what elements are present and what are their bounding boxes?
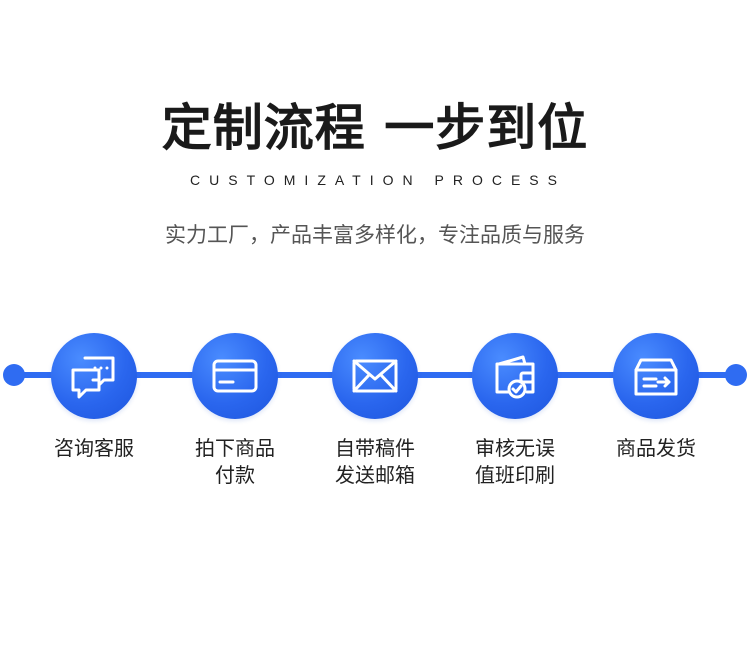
step-label: 商品发货 [616,436,696,460]
step-circle [192,333,278,419]
step-label: 自带稿件 发送邮箱 [335,436,415,487]
step-circle [472,333,558,419]
credit-card-icon [212,359,258,393]
step-review-print: 审核无误 值班印刷 [445,333,585,489]
step-circle [51,333,137,419]
step-ship: 商品发货 [586,333,726,462]
step-label: 拍下商品 付款 [195,436,275,487]
english-subtitle: CUSTOMIZATION PROCESS [190,172,566,188]
step-circle [613,333,699,419]
tagline: 实力工厂，产品丰富多样化，专注品质与服务 [165,223,585,247]
step-consult: 咨询客服 [24,333,164,462]
step-send-email: 自带稿件 发送邮箱 [305,333,445,489]
timeline-start-dot [3,364,25,386]
envelope-icon [352,359,398,393]
timeline-end-dot [725,364,747,386]
step-order-pay: 拍下商品 付款 [165,333,305,489]
step-label: 咨询客服 [54,436,134,460]
step-circle [332,333,418,419]
delivery-box-icon [634,358,678,396]
step-label: 审核无误 值班印刷 [475,436,555,487]
chat-bubbles-icon [71,356,115,399]
page-title: 定制流程 一步到位 [161,99,589,157]
wallet-check-icon [495,355,535,399]
